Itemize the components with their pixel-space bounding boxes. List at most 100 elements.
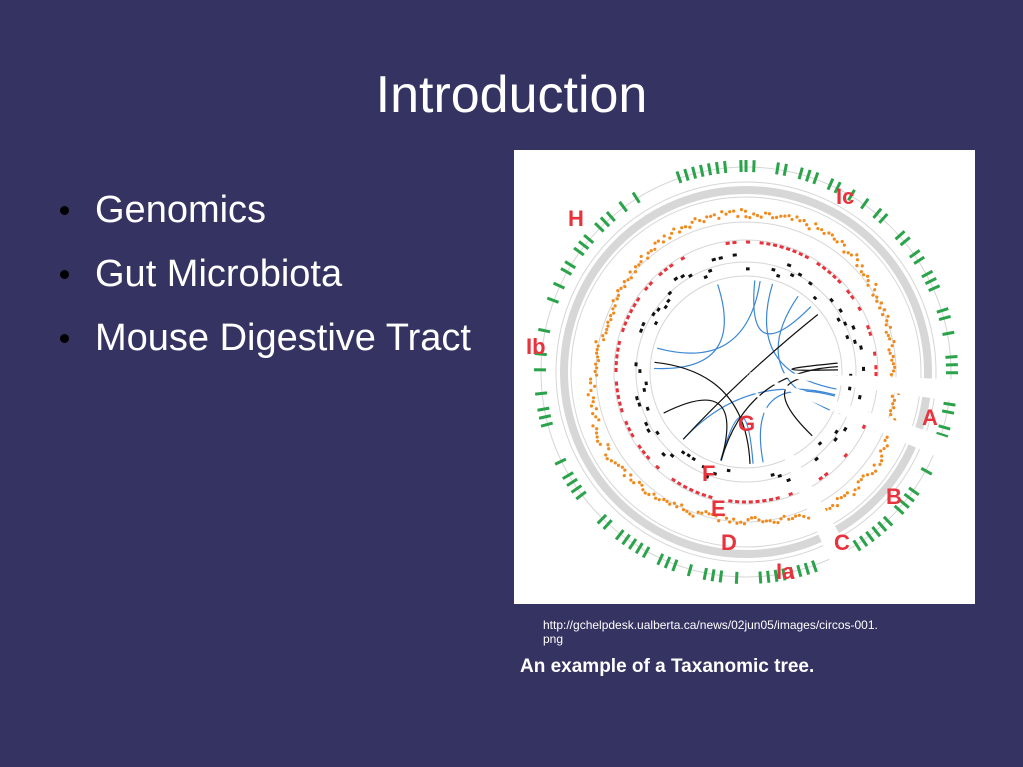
- orange-point: [616, 289, 620, 293]
- black-dash: [673, 276, 679, 282]
- green-tick: [618, 200, 628, 213]
- chord-link: [656, 280, 761, 354]
- orange-point: [787, 517, 791, 521]
- red-dash: [617, 340, 622, 346]
- orange-point: [707, 512, 711, 516]
- orange-point: [691, 514, 695, 518]
- green-tick: [552, 281, 566, 290]
- green-tick: [775, 162, 780, 175]
- orange-point: [606, 324, 610, 328]
- red-dash: [616, 347, 620, 352]
- orange-point: [772, 520, 776, 524]
- orange-point: [629, 276, 633, 280]
- black-dash: [726, 468, 731, 473]
- black-dash: [635, 395, 639, 401]
- red-dash: [823, 471, 829, 477]
- black-dash: [776, 273, 781, 278]
- orange-point: [675, 505, 679, 509]
- black-dash: [686, 453, 691, 458]
- orange-point: [602, 338, 606, 342]
- green-tick: [811, 560, 818, 573]
- black-dash: [842, 426, 848, 432]
- orange-point: [589, 388, 593, 393]
- orange-point: [779, 214, 783, 218]
- orange-point: [591, 400, 595, 404]
- green-tick: [634, 542, 644, 555]
- orange-point: [879, 301, 884, 305]
- green-tick: [535, 391, 548, 396]
- black-dash: [641, 321, 646, 327]
- green-tick: [656, 553, 665, 566]
- orange-point: [892, 406, 896, 410]
- orange-point: [891, 362, 896, 366]
- red-dash: [788, 491, 794, 497]
- orange-point: [629, 478, 633, 482]
- red-dash: [624, 420, 629, 426]
- red-dash: [865, 324, 871, 330]
- black-dash: [847, 386, 852, 391]
- orange-point: [595, 366, 599, 370]
- green-tick: [686, 564, 693, 577]
- orange-point: [721, 513, 725, 517]
- black-dash: [642, 387, 647, 392]
- green-tick: [538, 414, 552, 420]
- segment-label-d: D: [721, 530, 737, 555]
- black-dash: [829, 297, 835, 303]
- green-tick: [942, 330, 955, 336]
- red-dash: [682, 484, 688, 490]
- red-dash: [676, 481, 682, 486]
- red-dash: [637, 444, 643, 450]
- green-tick: [893, 504, 905, 515]
- orange-point: [742, 522, 747, 526]
- orange-point: [816, 226, 820, 231]
- orange-point: [835, 240, 839, 244]
- green-tick: [566, 477, 578, 487]
- orange-point: [802, 218, 806, 223]
- bullet-item: Gut Microbiota: [60, 242, 471, 306]
- slide-title: Introduction: [375, 66, 648, 124]
- orange-point: [888, 325, 893, 329]
- orange-point: [606, 443, 610, 447]
- orange-point: [688, 512, 692, 516]
- red-dash: [695, 490, 700, 495]
- orange-point: [748, 215, 752, 220]
- orange-point: [755, 213, 760, 218]
- orange-point: [619, 286, 623, 290]
- black-dash: [807, 281, 813, 286]
- green-tick: [596, 513, 608, 525]
- orange-point: [797, 513, 801, 517]
- green-tick: [938, 424, 951, 431]
- orange-point: [752, 212, 756, 216]
- orange-point: [609, 317, 613, 322]
- black-dash: [663, 304, 669, 310]
- orange-point: [888, 351, 892, 355]
- green-tick: [941, 409, 955, 415]
- orange-point: [884, 330, 888, 334]
- green-tick: [826, 178, 835, 191]
- guide-circle: [570, 196, 922, 548]
- black-dash: [817, 441, 823, 446]
- orange-point: [753, 515, 757, 520]
- orange-point: [641, 488, 645, 492]
- orange-point: [885, 319, 889, 323]
- orange-point: [620, 465, 624, 469]
- red-dash: [779, 244, 784, 249]
- green-tick: [833, 181, 842, 194]
- orange-point: [607, 447, 611, 451]
- orange-point: [649, 249, 653, 253]
- orange-point: [806, 516, 811, 520]
- orange-point: [683, 225, 688, 229]
- bullet-text: Gut Microbiota: [95, 252, 343, 295]
- orange-point: [739, 208, 744, 212]
- red-dash: [836, 279, 842, 285]
- red-dash: [849, 294, 855, 300]
- orange-point: [672, 501, 677, 505]
- orange-point: [606, 320, 610, 324]
- black-dash: [718, 256, 724, 260]
- green-tick: [575, 490, 587, 501]
- green-tick: [570, 484, 583, 494]
- orange-point: [597, 418, 601, 422]
- green-tick: [710, 569, 716, 582]
- green-tick: [872, 207, 883, 219]
- red-dash: [663, 267, 669, 273]
